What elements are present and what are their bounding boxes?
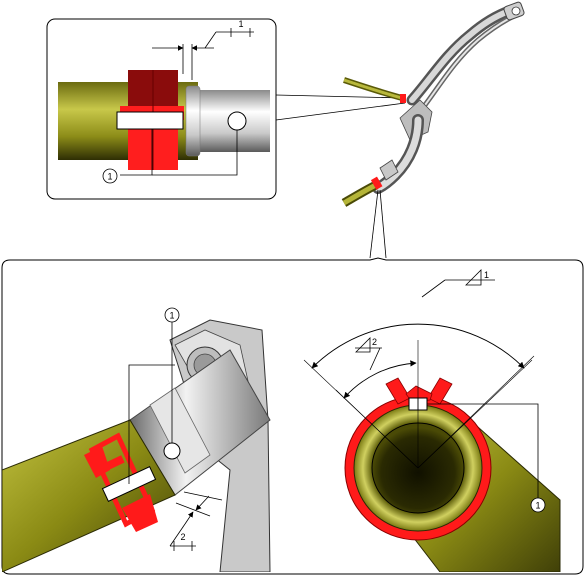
- top-callout-label: 1: [107, 172, 112, 182]
- bottom-left-callout-label: 1: [169, 311, 174, 321]
- top-callout-circle-icon: [102, 168, 118, 184]
- bottom-left-callout-circle-icon: [164, 307, 180, 323]
- bottom-right-callout-circle-icon: [530, 497, 546, 513]
- angle-inner-label: 2: [372, 337, 377, 347]
- angle-outer-label: 1: [484, 270, 489, 280]
- angle-outer-triangle-icon: [465, 269, 482, 286]
- top-pipe-bulge: [185, 85, 201, 157]
- angled-connection-view: 1 2: [2, 307, 271, 572]
- top-detail-panel: 1 1: [46, 18, 277, 200]
- top-gap-dimension-label: 1: [238, 19, 243, 29]
- hose-cross-section-view: 1 2 1: [303, 269, 561, 572]
- top-pipe-paint-mark: [227, 111, 247, 131]
- angle-inner-triangle-icon: [355, 337, 371, 353]
- top-hose-paint-mark: [116, 111, 184, 130]
- bottom-gap-dimension-label: 2: [180, 532, 185, 542]
- bottom-right-callout-label: 1: [535, 501, 540, 511]
- filler-pipe-overview: [341, 1, 525, 207]
- bottom-pipe-paint-mark: [163, 442, 181, 460]
- bottom-detail-panel: 1 2: [1, 257, 584, 575]
